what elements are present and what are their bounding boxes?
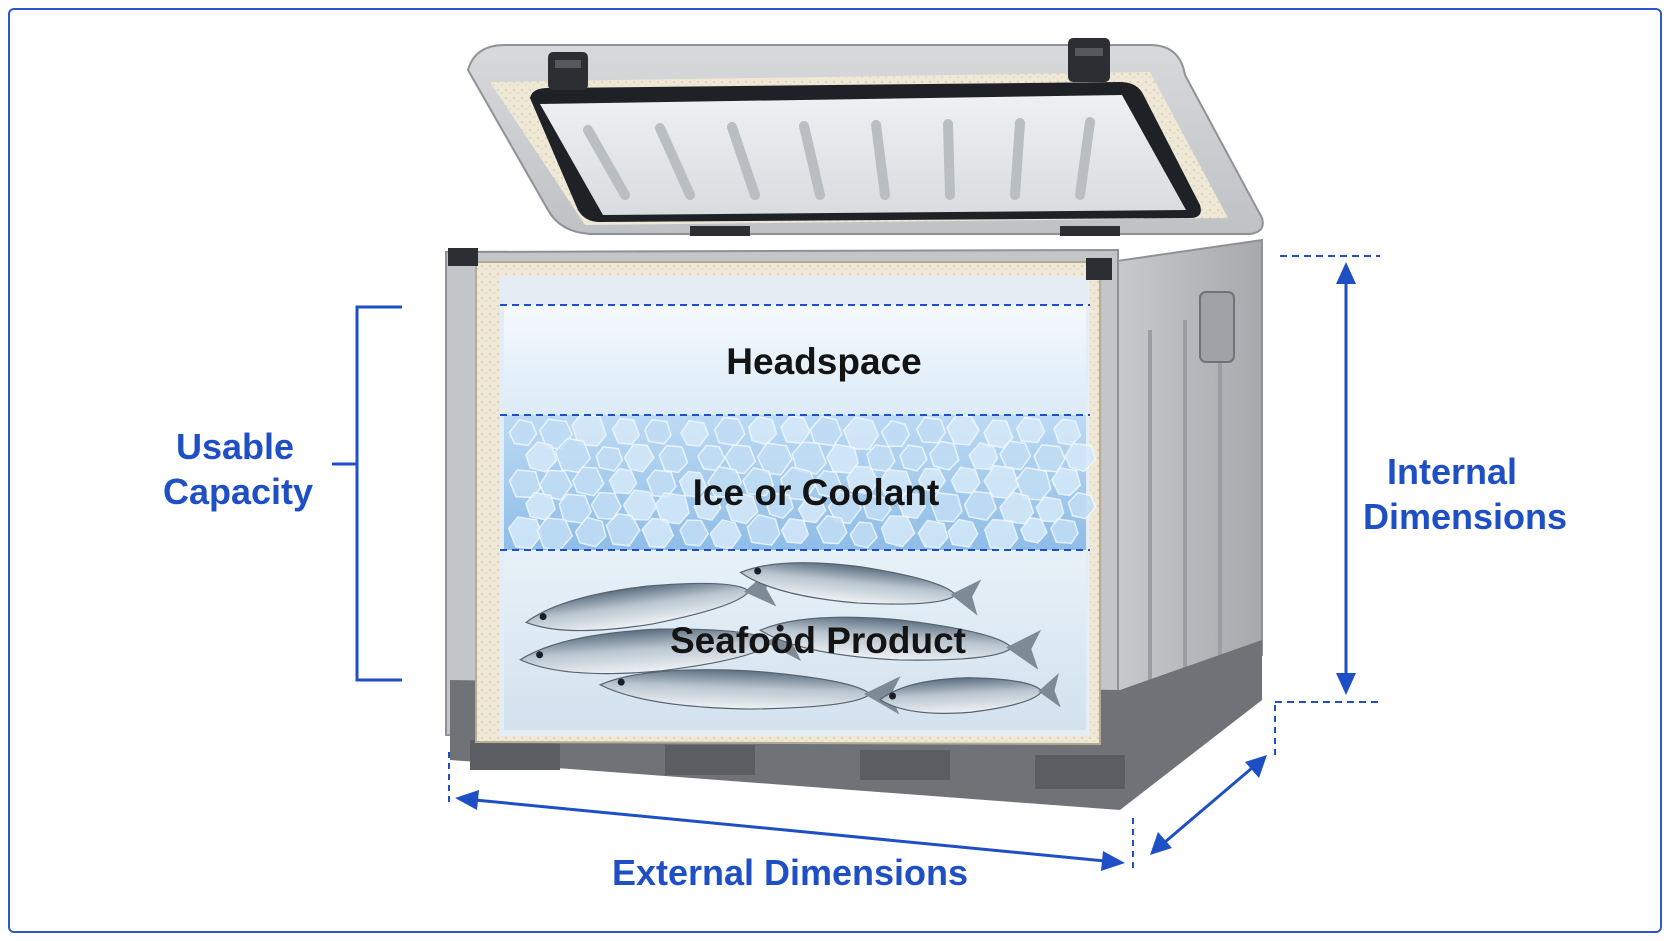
- internal-dimensions-label-2: Dimensions: [1363, 496, 1567, 537]
- ice-cube: [508, 418, 538, 447]
- ice-cube: [862, 494, 892, 522]
- ice-cube: [1050, 467, 1082, 497]
- ice-cube: [917, 467, 946, 493]
- ice-cube: [917, 519, 949, 549]
- ice-cube: [999, 440, 1032, 471]
- ice-cube: [611, 418, 641, 445]
- external-dimensions-label: External Dimensions: [612, 852, 968, 893]
- ice-cube: [572, 466, 605, 497]
- ice-cube: [746, 513, 781, 546]
- headspace-label: Headspace: [726, 341, 921, 382]
- cooler-body: [445, 238, 1263, 810]
- usable-capacity-label-2: Capacity: [163, 471, 313, 512]
- external-dimension-arrows: [448, 705, 1276, 872]
- ice-cube: [742, 467, 775, 497]
- ice-cube: [641, 517, 675, 549]
- ice-cubes: [507, 413, 1097, 552]
- ice-cube: [1064, 442, 1097, 473]
- ice-cube: [1020, 516, 1048, 544]
- fish: [879, 673, 1061, 714]
- ice-cube: [605, 513, 641, 547]
- ice-cube: [983, 419, 1014, 449]
- ice-cube: [1015, 416, 1046, 444]
- ice-cube: [849, 521, 878, 549]
- ice-cube: [846, 465, 879, 495]
- ice-cube: [947, 518, 979, 548]
- ice-cube: [813, 470, 843, 498]
- ice-cube: [706, 465, 743, 499]
- ice-cube: [725, 492, 759, 525]
- ice-cube: [643, 418, 672, 445]
- ice-cube: [842, 416, 880, 450]
- hinge-icon: [1060, 226, 1120, 236]
- ice-cube: [679, 519, 710, 547]
- fish: [759, 616, 1042, 670]
- internal-dimension-arrow: [1275, 255, 1380, 703]
- ice-cube: [1050, 518, 1079, 544]
- ice-cube: [780, 517, 810, 544]
- ice-cube: [654, 491, 690, 525]
- ice-cube: [571, 413, 607, 447]
- ice-cube: [946, 414, 980, 446]
- internal-dimensions-label-1: Internal: [1387, 451, 1517, 492]
- ice-cube: [574, 516, 607, 548]
- ice-cube: [623, 443, 655, 473]
- ice-cube: [693, 493, 722, 521]
- latch-icon: [1068, 38, 1110, 82]
- usable-capacity-bracket: [332, 305, 402, 682]
- diagram-border: [8, 8, 1662, 933]
- ice-cube: [709, 519, 742, 550]
- ice-cube: [963, 490, 997, 522]
- ice-cube: [983, 518, 1019, 551]
- usable-capacity-label-1: Usable: [176, 426, 294, 467]
- ice-cube: [791, 441, 827, 475]
- fish-illustration: [519, 562, 1061, 715]
- hinge-icon: [690, 226, 750, 236]
- fish: [739, 562, 982, 616]
- ice-cube: [827, 491, 863, 525]
- side-ribs: [1148, 310, 1222, 700]
- latch-icon: [548, 52, 588, 90]
- side-handle-icon: [1199, 291, 1235, 363]
- ice-cube: [809, 415, 843, 447]
- ice-cube: [915, 416, 947, 444]
- ice-cube: [507, 516, 543, 550]
- ice-cube: [880, 419, 911, 448]
- ice-label: Ice or Coolant: [693, 472, 940, 513]
- ice-cube: [878, 468, 913, 501]
- ice-cube: [929, 491, 963, 523]
- ice-cube: [1067, 491, 1097, 520]
- ice-cube: [538, 469, 573, 501]
- ice-cube: [928, 440, 960, 471]
- ice-cube: [525, 441, 558, 473]
- ice-cube: [680, 419, 710, 447]
- ice-cube: [897, 493, 927, 519]
- ice-cube: [880, 515, 916, 548]
- ice-cube: [622, 489, 658, 521]
- cooler-lid: [466, 38, 1264, 236]
- ice-cube: [816, 514, 848, 545]
- seafood-label: Seafood Product: [670, 620, 966, 661]
- ice-cube: [608, 467, 638, 495]
- ice-cube: [968, 442, 999, 470]
- ice-cube: [595, 446, 624, 472]
- ice-cube: [765, 492, 794, 519]
- fish: [598, 669, 901, 715]
- lid-ribs: [583, 117, 1095, 200]
- ice-cube: [756, 442, 793, 476]
- ice-cube: [899, 444, 928, 472]
- headspace-layer: [504, 305, 1086, 415]
- ice-cube: [724, 444, 757, 475]
- ice-cube: [658, 444, 689, 474]
- layer-dividers: [500, 304, 1090, 551]
- ice-cube: [678, 470, 707, 498]
- ice-cube: [797, 495, 827, 524]
